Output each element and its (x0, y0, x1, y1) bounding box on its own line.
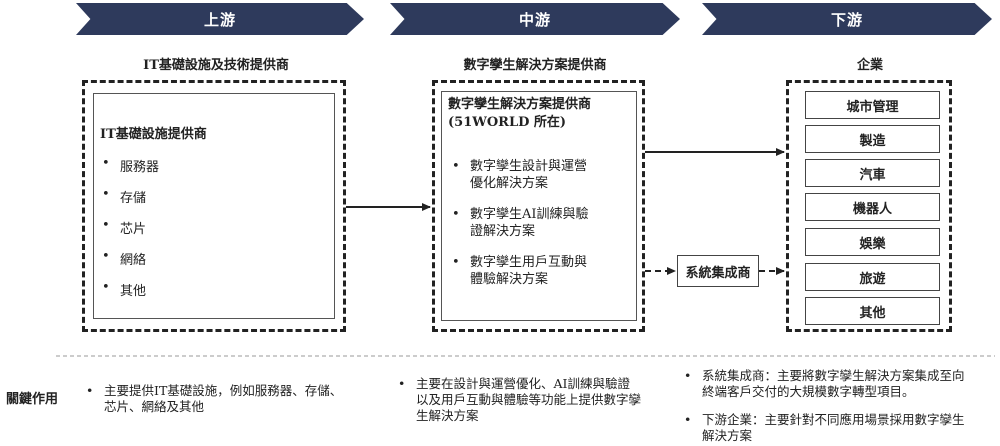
downstream-column-title: 企業 (856, 58, 883, 73)
role-line: 主要提供IT基礎設施，例如服務器、存儲、 (104, 383, 343, 398)
midstream-item-list: 數字孿生設計與運營 優化解決方案 數字孿生AI訓練與驗 證解決方案 數字孿生用戶… (448, 158, 589, 302)
list-item-line: 體驗解決方案 (470, 272, 549, 287)
enterprise-box: 其他 (805, 297, 940, 325)
stage-upstream-label: 上游 (203, 10, 236, 29)
stage-midstream-banner: 中游 (390, 3, 680, 35)
upstream-role-text: • 主要提供IT基礎設施，例如服務器、存儲、 芯片、網絡及其他 (86, 383, 356, 415)
upstream-item-list: 服務器 存儲 芯片 網絡 其他 (98, 156, 159, 311)
role-line: 芯片、網絡及其他 (104, 399, 205, 414)
midstream-role-text: • 主要在設計與運營優化、AI訓練與驗證 以及用戶互動與體驗等功能上提供數字孿 … (398, 376, 668, 424)
role-line: 以及用戶互動與體驗等功能上提供數字孿 (416, 392, 642, 407)
bullet-icon: • (398, 376, 406, 391)
enterprise-box: 汽車 (805, 159, 940, 187)
midstream-box-title: 數字孿生解決方案提供商 (51WORLD 所在) (448, 96, 591, 132)
midstream-column-title: 數字孿生解決方案提供商 (463, 58, 607, 73)
bullet-icon: • (86, 383, 94, 398)
midstream-title-line2: (51WORLD 所在) (448, 115, 567, 130)
list-item: 網絡 (98, 249, 159, 280)
enterprise-box: 製造 (805, 125, 940, 153)
upstream-column-title: IT基礎設施及技術提供商 (143, 58, 289, 73)
list-item-line: 數字孿生AI訓練與驗 (470, 207, 589, 222)
list-item: 數字孿生設計與運營 優化解決方案 (448, 158, 589, 206)
downstream-dashed-box: 城市管理 製造 汽車 機器人 娛樂 旅遊 其他 (786, 80, 952, 332)
stage-downstream-label: 下游 (830, 10, 863, 29)
list-item: 存儲 (98, 187, 159, 218)
midstream-dashed-box: 數字孿生解決方案提供商 (51WORLD 所在) 數字孿生設計與運營 優化解決方… (432, 80, 645, 332)
enterprise-box: 城市管理 (805, 91, 940, 119)
enterprise-box: 娛樂 (805, 228, 940, 256)
downstream-role-text-2: • 下游企業：主要針對不同應用場景採用數字孿生 解決方案 (684, 412, 984, 444)
upstream-box-title: IT基礎設施提供商 (100, 127, 207, 142)
list-item: 服務器 (98, 156, 159, 187)
stage-upstream-banner: 上游 (76, 3, 364, 35)
list-item-line: 證解決方案 (470, 224, 536, 239)
stage-downstream-banner: 下游 (702, 3, 992, 35)
stage-midstream-label: 中游 (518, 10, 551, 29)
midstream-inner-box: 數字孿生解決方案提供商 (51WORLD 所在) 數字孿生設計與運營 優化解決方… (441, 91, 637, 321)
upstream-dashed-box: IT基礎設施提供商 服務器 存儲 芯片 網絡 其他 (82, 80, 346, 332)
list-item: 其他 (98, 280, 159, 311)
downstream-role-text-1: • 系統集成商：主要將數字孿生解決方案集成至向 終端客戶交付的大規模數字轉型項目… (684, 368, 984, 400)
system-integrator-label: 系統集成商 (685, 265, 751, 281)
enterprise-box: 旅遊 (805, 263, 940, 291)
list-item-line: 數字孿生設計與運營 (470, 159, 588, 174)
role-line: 生解決方案 (416, 408, 479, 423)
key-role-label: 關鍵作用 (6, 392, 59, 407)
list-item: 數字孿生AI訓練與驗 證解決方案 (448, 206, 589, 254)
list-item: 芯片 (98, 218, 159, 249)
role-line: 終端客戶交付的大規模數字轉型項目。 (702, 384, 915, 399)
role-line: 主要在設計與運營優化、AI訓練與驗證 (416, 376, 630, 391)
midstream-title-line1: 數字孿生解決方案提供商 (448, 97, 592, 112)
system-integrator-box: 系統集成商 (677, 255, 759, 287)
list-item-line: 數字孿生用戶互動與 (470, 255, 588, 270)
upstream-inner-box: IT基礎設施提供商 服務器 存儲 芯片 網絡 其他 (93, 93, 335, 319)
role-line: 系統集成商：主要將數字孿生解決方案集成至向 (702, 368, 965, 383)
list-item-line: 優化解決方案 (470, 176, 549, 191)
bullet-icon: • (684, 412, 692, 427)
role-line: 解決方案 (702, 428, 753, 443)
role-line: 下游企業：主要針對不同應用場景採用數字孿生 (702, 412, 965, 427)
list-item: 數字孿生用戶互動與 體驗解決方案 (448, 254, 589, 302)
bullet-icon: • (684, 368, 692, 383)
enterprise-box: 機器人 (805, 193, 940, 221)
